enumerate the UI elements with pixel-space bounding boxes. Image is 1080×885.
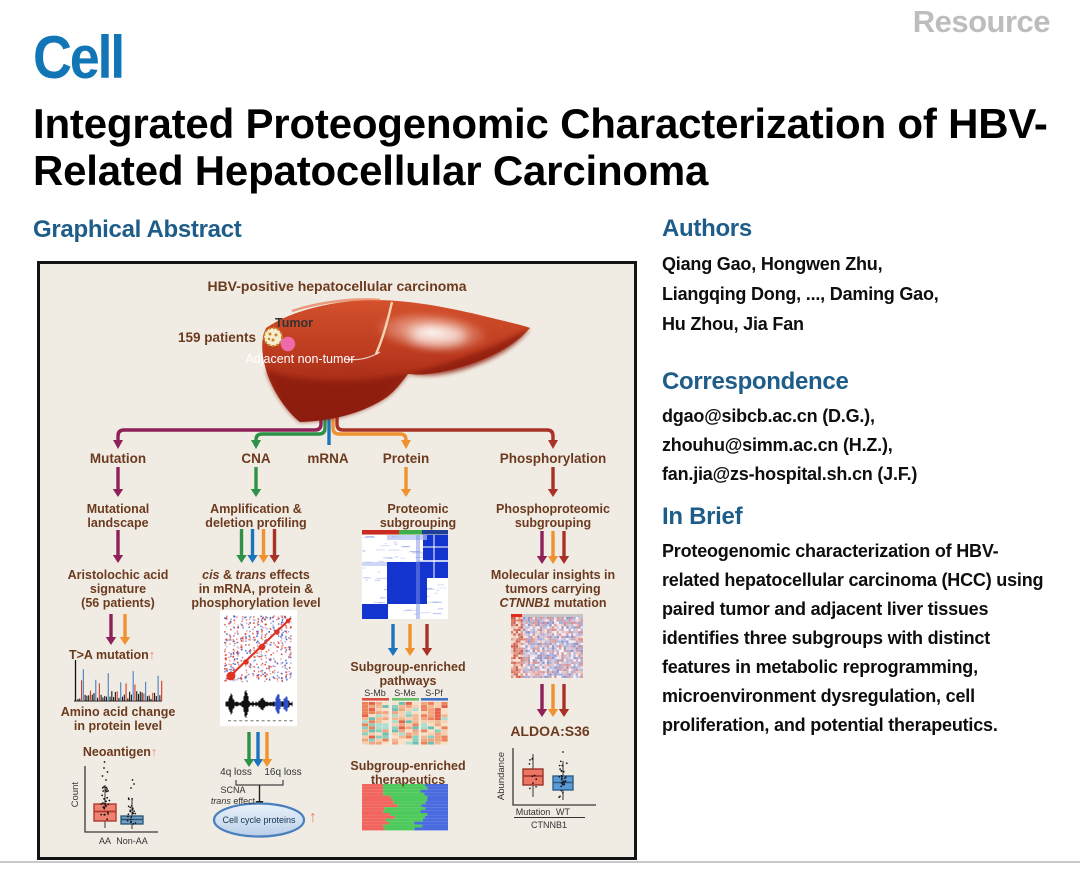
cell-cycle-label: Cell cycle proteins — [222, 815, 296, 825]
article-title: Integrated Proteogenomic Characterizatio… — [33, 100, 1080, 195]
branch-label-phospho: Phosphorylation — [499, 451, 607, 466]
article-type-label: Resource — [912, 4, 1051, 39]
branch-label-cna: CNA — [241, 451, 271, 466]
tumor-label: Tumor — [275, 316, 313, 330]
flow-arrows — [105, 467, 570, 767]
ctnnb1-insight-label: Molecular insights in tumors carrying CT… — [490, 568, 616, 610]
email-line: fan.jia@zs-hospital.sh.cn (J.F.) — [662, 464, 918, 484]
ctnnb1-group-label: CTNNB1 — [530, 820, 568, 830]
in-brief-text: Proteogenomic characterization of HBV-re… — [662, 541, 1044, 735]
graphical-abstract-figure: HBV-positive hepatocellular carcinoma 15… — [37, 261, 637, 860]
email-line: zhouhu@simm.ac.cn (H.Z.), — [662, 435, 893, 455]
correspondence-heading: Correspondence — [662, 368, 849, 395]
therapeutics-heatmap — [362, 784, 448, 831]
4q-loss-label: 4q loss — [220, 767, 252, 778]
bottom-divider — [0, 861, 1080, 863]
authors-line: Liangqing Dong, ..., Daming Gao, — [662, 284, 939, 304]
pathways-heatmap — [362, 698, 448, 745]
aldoa-label: ALDOA:S36 — [510, 723, 590, 739]
branch-label-mrna: mRNA — [307, 451, 349, 466]
journal-logo: Cell — [33, 24, 125, 91]
taa-mutation-label: T>A mutation↑ — [69, 648, 155, 662]
branch-label-protein: Protein — [382, 451, 430, 466]
cis-trans-heatmap — [220, 610, 297, 726]
authors-list: Qiang Gao, Hongwen Zhu, Liangqing Dong, … — [662, 249, 939, 339]
liver-illustration — [262, 298, 530, 422]
in-brief-heading: In Brief — [662, 503, 743, 530]
nonaa-tick-label: Non-AA — [116, 836, 148, 846]
adjacent-nontumor-label: Adjacent non-tumor — [245, 352, 355, 366]
count-axis-label: Count — [70, 782, 81, 808]
tumor-icon — [263, 327, 283, 347]
graphical-abstract-heading: Graphical Abstract — [33, 216, 242, 243]
col2-heading: Amplification &deletion profiling — [205, 502, 307, 530]
branch-label-mutation: Mutation — [89, 451, 147, 466]
cell-cycle-ellipse — [212, 802, 306, 838]
neoantigen-label: Neoantigen↑ — [82, 745, 158, 759]
figure-title: HBV-positive hepatocellular carcinoma — [207, 278, 467, 294]
spf-label: S-Pf — [425, 688, 443, 698]
proteomic-heatmap — [362, 530, 448, 619]
aa-tick-label: AA — [98, 836, 112, 846]
neoantigen-boxplot — [84, 761, 158, 833]
authors-line: Qiang Gao, Hongwen Zhu, — [662, 254, 883, 274]
ctnnb1-heatmap — [511, 614, 583, 678]
abundance-axis-label: Abundance — [496, 752, 507, 801]
16q-loss-label: 16q loss — [264, 767, 302, 778]
authors-heading: Authors — [662, 215, 752, 242]
title-line-2: Related Hepatocellular Carcinoma — [33, 147, 709, 195]
email-line: dgao@sibcb.ac.cn (D.G.), — [662, 406, 875, 426]
correspondence-emails: dgao@sibcb.ac.cn (D.G.), zhouhu@simm.ac.… — [662, 402, 917, 489]
mutation-spectrum-chart — [74, 660, 163, 702]
cell-cycle-up-arrow: ↑ — [309, 809, 317, 826]
scna-waveform — [225, 690, 293, 722]
wt-tick-label: WT — [556, 807, 570, 817]
mutation-tick-label: Mutation — [515, 807, 551, 817]
patients-count-label: 159 patients — [177, 330, 257, 345]
adjacent-nontumor-marker — [280, 336, 296, 352]
aldoa-boxplot — [512, 748, 596, 819]
title-line-1: Integrated Proteogenomic Characterizatio… — [33, 100, 1048, 147]
sme-label: S-Me — [394, 688, 416, 698]
smb-label: S-Mb — [364, 688, 386, 698]
authors-line: Hu Zhou, Jia Fan — [662, 314, 804, 334]
cis-trans-label: cis & trans effects in mRNA, protein & p… — [191, 568, 321, 610]
